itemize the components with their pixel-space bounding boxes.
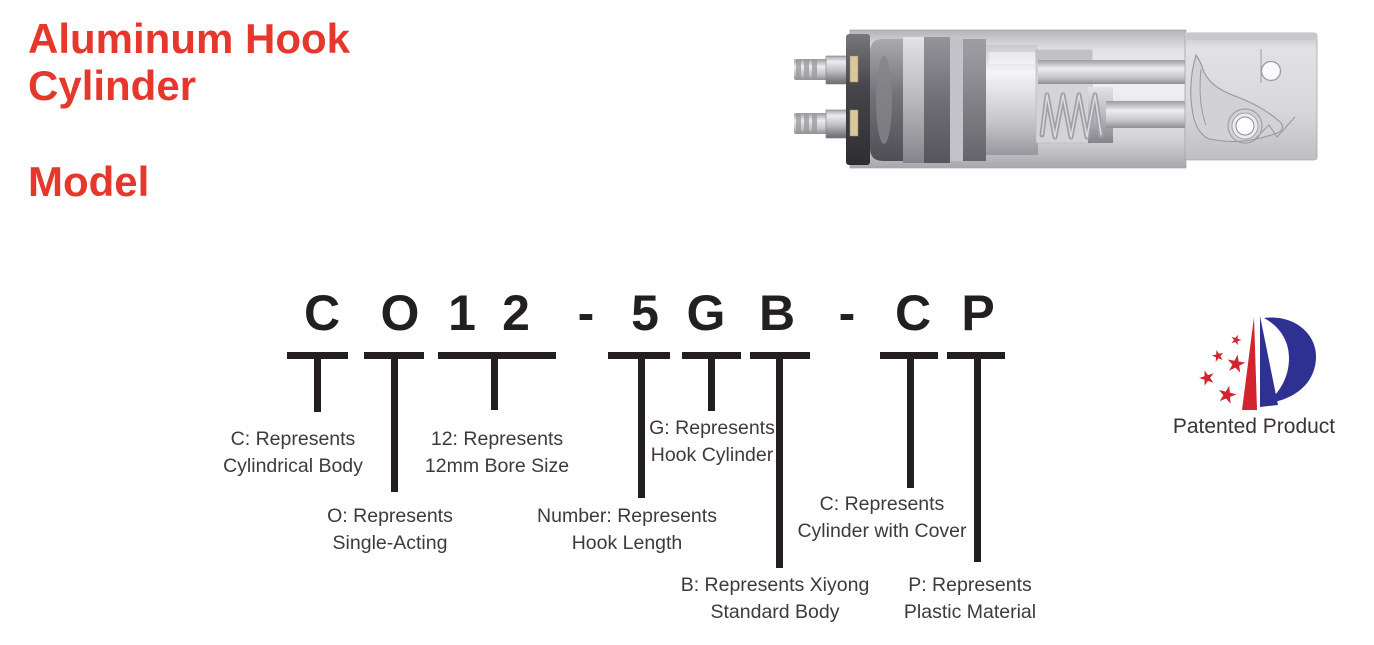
hose-barb-fittings: [794, 55, 849, 139]
connector-stem-b: [776, 352, 783, 568]
model-code-dash: -: [838, 285, 856, 341]
model-code-char: 1: [448, 285, 476, 341]
segment-description-line: Cylinder with Cover: [797, 520, 967, 542]
segment-description-g: G: Represents Hook Cylinder: [649, 415, 775, 469]
connector-stem-c2: [907, 352, 914, 488]
model-code-dash: -: [577, 285, 595, 341]
model-code-char: B: [758, 285, 796, 341]
china-patent-logo-icon: [1197, 316, 1317, 410]
segment-description-line: P: Represents: [908, 574, 1032, 596]
segment-description-line: Cylindrical Body: [223, 455, 363, 477]
connector-stem-c1: [314, 352, 321, 412]
segment-description-12: 12: Represents 12mm Bore Size: [425, 426, 569, 480]
segment-description-b: B: Represents Xiyong Standard Body: [681, 572, 870, 626]
model-code-char: 2: [502, 285, 530, 341]
page-title-line-2: Cylinder: [28, 62, 197, 109]
segment-description-line: C: Represents: [819, 493, 945, 515]
segment-description-o: O: Represents Single-Acting: [327, 503, 453, 557]
segment-description-line: Number: Represents: [537, 505, 717, 527]
segment-description-line: G: Represents: [649, 417, 775, 439]
piston-rods: [1038, 60, 1186, 128]
segment-description-p: P: Represents Plastic Material: [904, 572, 1036, 626]
product-image: [794, 29, 1318, 169]
model-code-char: C: [303, 285, 341, 341]
segment-description-line: Plastic Material: [903, 601, 1037, 623]
model-code-char: 5: [631, 285, 659, 341]
connector-stem-o: [391, 352, 398, 492]
segment-description-line: Single-Acting: [332, 532, 448, 554]
segment-description-line: C: Represents: [230, 428, 356, 450]
segment-description-5: Number: Represents Hook Length: [537, 503, 717, 557]
segment-description-line: O: Represents: [327, 505, 453, 527]
connector-stem-g: [708, 352, 715, 411]
model-code-char: O: [380, 285, 420, 341]
connector-stem-5: [638, 352, 645, 498]
connector-stem-12: [491, 352, 498, 410]
segment-description-line: Standard Body: [710, 601, 840, 623]
model-code-char: P: [961, 285, 995, 341]
page-title-line-1: Aluminum Hook: [28, 15, 350, 62]
model-code-char: C: [894, 285, 932, 341]
section-title-model: Model: [28, 158, 150, 205]
model-code-char: G: [686, 285, 726, 341]
connector-stem-p: [974, 352, 981, 562]
end-cap-flange: [846, 34, 870, 165]
segment-description-c1: C: Represents Cylindrical Body: [223, 426, 363, 480]
segment-description-line: B: Represents Xiyong: [680, 574, 870, 596]
segment-description-line: 12mm Bore Size: [424, 455, 570, 477]
segment-description-line: Hook Cylinder: [650, 444, 774, 466]
segment-description-c2: C: Represents Cylinder with Cover: [797, 491, 966, 545]
segment-description-line: Hook Length: [571, 532, 683, 554]
hook-head-block: [1184, 32, 1318, 161]
segment-description-line: 12: Represents: [430, 428, 564, 450]
return-spring: [1039, 92, 1104, 140]
patent-label: Patented Product: [1172, 415, 1336, 438]
